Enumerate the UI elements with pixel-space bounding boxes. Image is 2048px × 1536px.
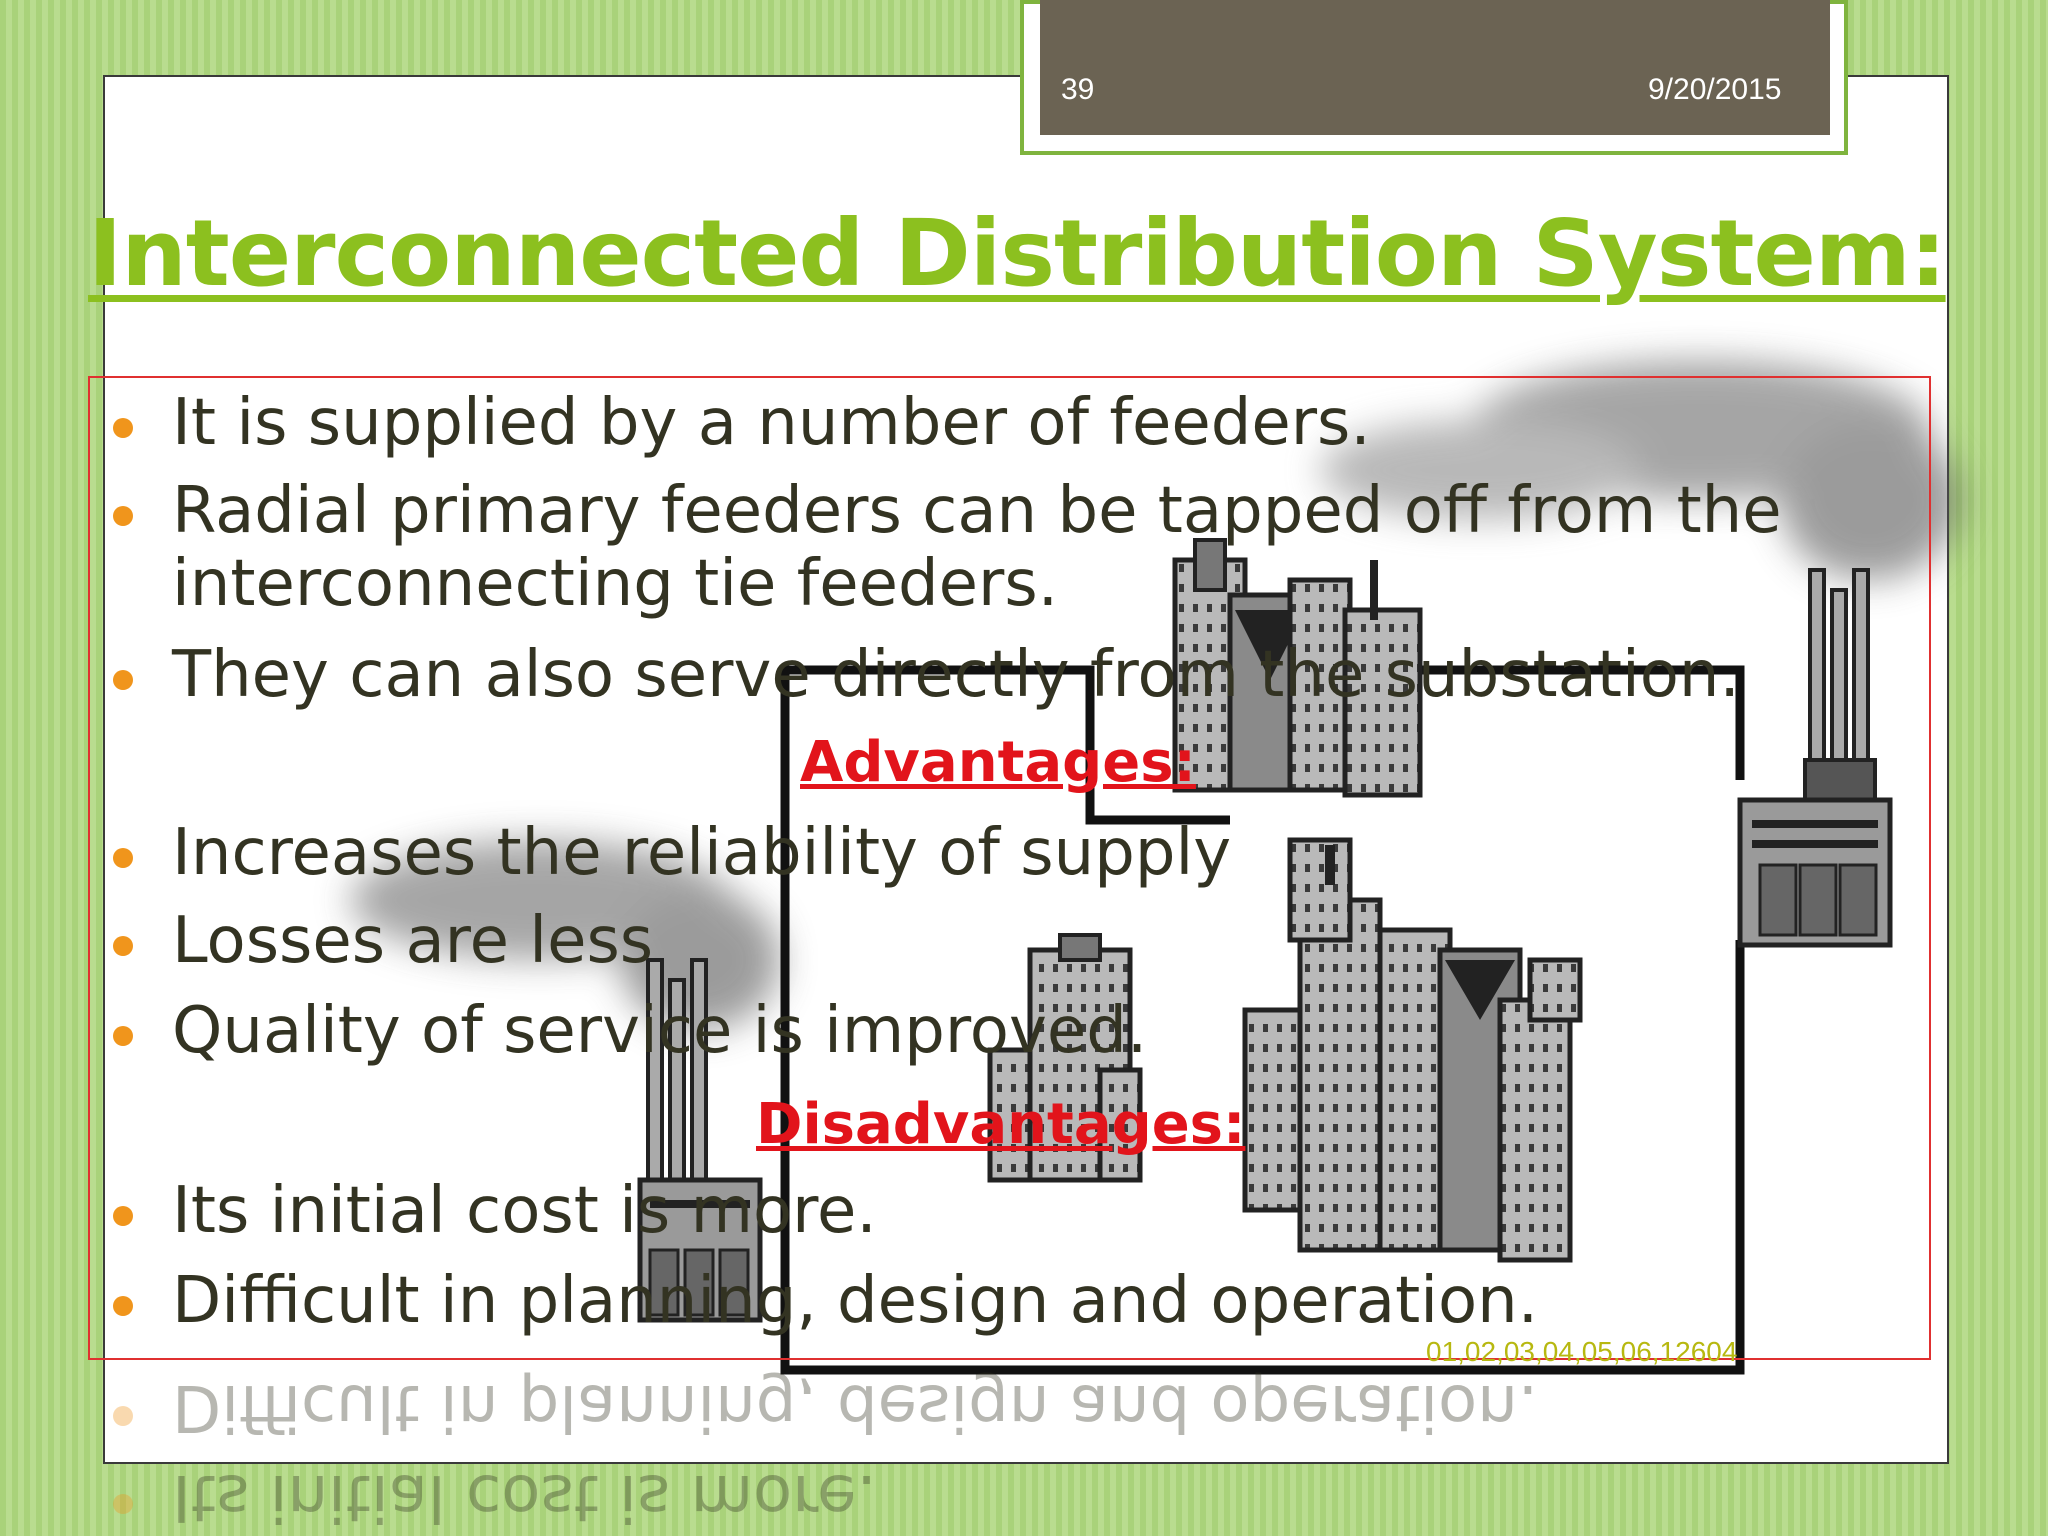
bullet-dot bbox=[113, 1296, 133, 1316]
slide-date: 9/20/2015 bbox=[1648, 73, 1782, 106]
bullet-dot bbox=[113, 1206, 133, 1226]
bullet-supplied-by-feeders: It is supplied by a number of feeders. bbox=[172, 386, 1371, 460]
buildings-small bbox=[987, 933, 1143, 1183]
header-bar bbox=[1040, 0, 1830, 135]
advantage-losses: Losses are less bbox=[172, 904, 654, 978]
bullet-dot bbox=[113, 670, 133, 690]
advantages-heading: Advantages: bbox=[800, 730, 1196, 795]
slide-number: 39 bbox=[1061, 73, 1095, 106]
bullet-dot bbox=[113, 1026, 133, 1046]
bullet-dot bbox=[113, 848, 133, 868]
bullet-radial-feeders-line1: Radial primary feeders can be tapped off… bbox=[172, 474, 1782, 548]
bullet-radial-feeders-line2: interconnecting tie feeders. bbox=[172, 547, 1059, 621]
factory-right bbox=[1737, 568, 1893, 948]
slide-title: Interconnected Distribution System: bbox=[88, 200, 1947, 307]
buildings-large bbox=[1242, 837, 1583, 1263]
bullet-dot bbox=[113, 506, 133, 526]
bullet-serve-from-substation: They can also serve directly from the su… bbox=[172, 638, 1740, 712]
bullet-dot bbox=[113, 418, 133, 438]
bullet-dot bbox=[113, 936, 133, 956]
disadvantages-heading: Disadvantages: bbox=[756, 1092, 1246, 1157]
advantage-reliability: Increases the reliability of supply bbox=[172, 816, 1232, 890]
advantage-quality: Quality of service is improved. bbox=[172, 994, 1148, 1068]
factory-top bbox=[1172, 538, 1423, 798]
disadvantage-planning: Difficult in planning, design and operat… bbox=[172, 1264, 1539, 1338]
factory-left bbox=[637, 958, 763, 1323]
content-frame bbox=[88, 376, 1931, 1360]
disadvantage-initial-cost: Its initial cost is more. bbox=[172, 1174, 877, 1248]
feeder-loop bbox=[780, 665, 1745, 1375]
slide-canvas bbox=[103, 75, 1949, 1464]
footer-codes: 01,02,03,04,05,06,12604 bbox=[1426, 1336, 1738, 1367]
